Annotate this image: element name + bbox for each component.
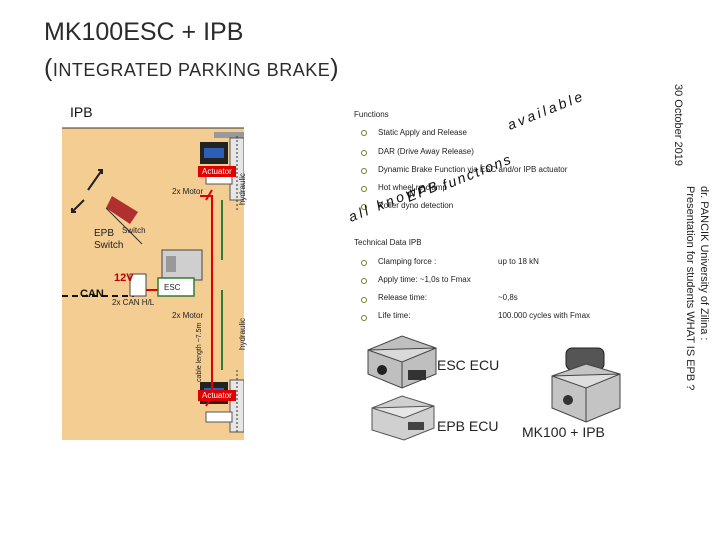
tech-row-value: up to 18 kN <box>498 257 539 266</box>
slide-title: MK100ESC + IPB <box>44 18 244 46</box>
can-label: CAN <box>80 288 104 300</box>
ipb-diagram-panel <box>62 100 245 440</box>
tech-row-label: Clamping force : <box>378 257 437 266</box>
hydraulic-bottom-label: hydraulic <box>238 317 247 350</box>
voltage-label: 12V <box>114 272 134 284</box>
esc-label: ESC <box>164 283 181 292</box>
overlay-word-available: available <box>505 87 588 133</box>
bullet-icon <box>361 204 367 210</box>
function-item: Dynamic Brake Function via ESC and/or IP… <box>378 165 568 174</box>
bullet-icon <box>361 315 367 321</box>
bullet-icon <box>361 186 367 192</box>
bullet-icon <box>361 260 367 266</box>
can-hl-label: 2x CAN H/L <box>112 298 155 307</box>
actuator-bottom-label: Actuator <box>198 390 236 401</box>
hydraulic-top-label: hydraulic <box>238 172 247 205</box>
tech-row-label: Release time: <box>378 293 427 302</box>
epb-switch-label-2: Switch <box>94 240 124 251</box>
motor-top-label: 2x Motor <box>172 187 204 196</box>
epb-ecu-label: EPB ECU <box>437 418 499 434</box>
bullet-icon <box>361 130 367 136</box>
tech-row-value: ~0,8s <box>498 293 518 302</box>
esc-ecu-image <box>362 330 442 397</box>
presentation-label: Presentation for students WHAT IS EPB ? <box>684 186 696 391</box>
function-item: Static Apply and Release <box>378 128 467 137</box>
function-item: DAR (Drive Away Release) <box>378 147 474 156</box>
tech-row-label: Life time: <box>378 311 411 320</box>
function-item: Hot wheel re-clamp <box>378 183 447 192</box>
slide-subtitle: (INTEGRATED PARKING BRAKE) <box>44 54 340 82</box>
mk100-label: MK100 + IPB <box>522 424 605 440</box>
ipb-wiring-diagram <box>62 100 245 440</box>
epb-ecu-image <box>368 392 438 449</box>
date-label: 30 October 2019 <box>672 84 684 166</box>
epb-switch-label-1: EPB <box>94 228 115 239</box>
bullet-icon <box>361 278 367 284</box>
function-item: Roller dyno detection <box>378 201 454 210</box>
bullet-icon <box>361 168 367 174</box>
functions-heading: Functions <box>354 110 389 119</box>
author-label: dr. PANCIK University of Zilina : <box>698 186 710 341</box>
bullet-icon <box>361 297 367 303</box>
esc-ecu-label: ESC ECU <box>437 357 500 373</box>
actuator-top-label: Actuator <box>198 166 236 177</box>
cable-length-label: cable length ~7.5m <box>196 322 203 382</box>
ipb-panel-title: IPB <box>70 104 93 120</box>
motor-bottom-label: 2x Motor <box>172 311 204 320</box>
bullet-icon <box>361 150 367 156</box>
technical-heading: Technical Data IPB <box>354 238 422 247</box>
mk100-image <box>546 344 626 431</box>
tech-row-value: 100.000 cycles with Fmax <box>498 311 591 320</box>
tech-row-label: Apply time: ~1,0s to Fmax <box>378 275 471 284</box>
switch-label: Switch <box>122 226 146 235</box>
